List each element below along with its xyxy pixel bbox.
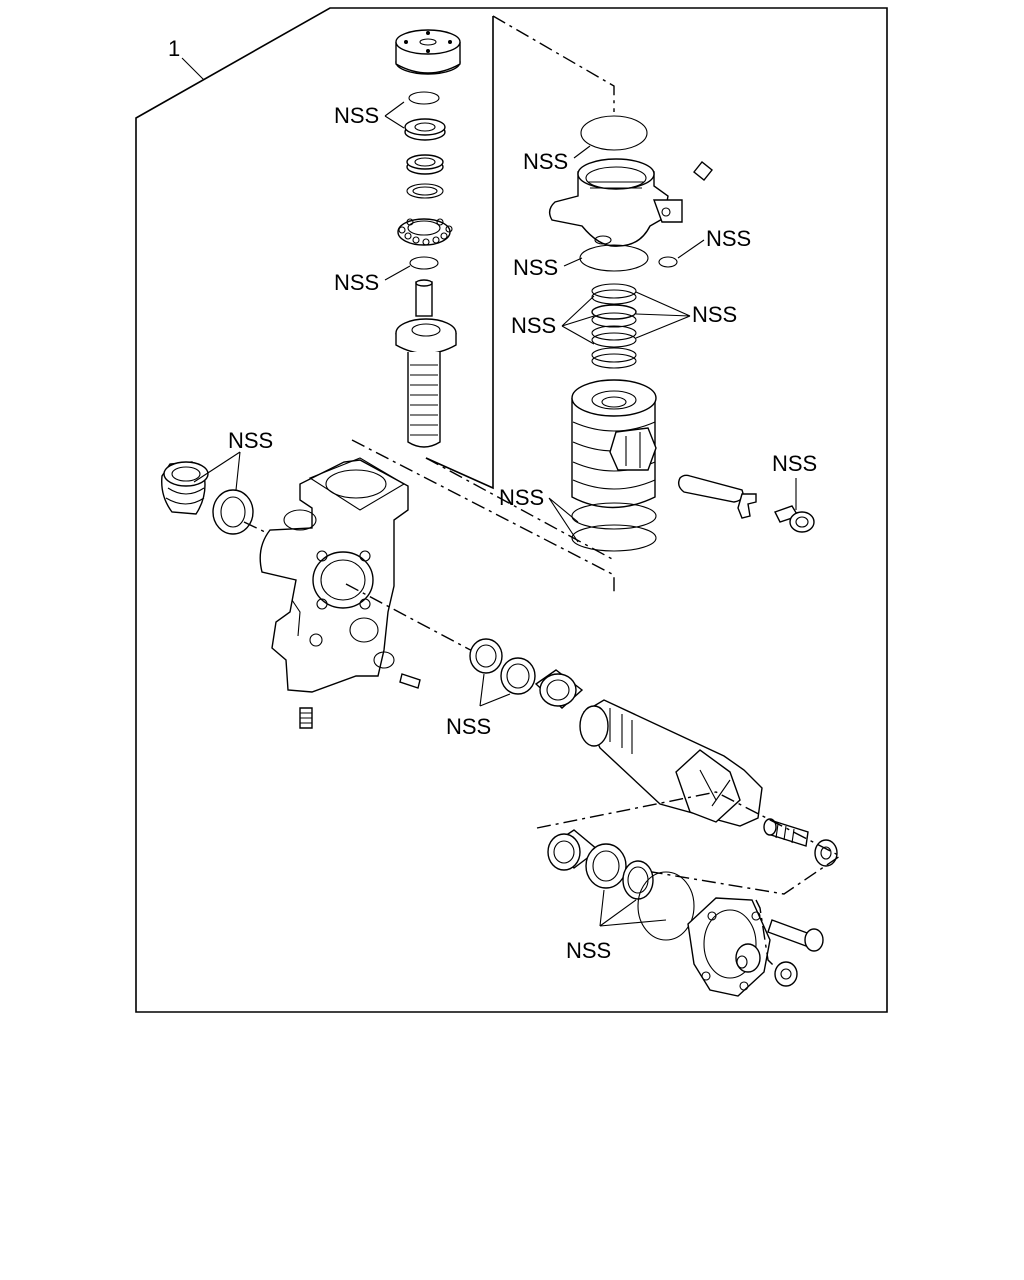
nss-label: NSS xyxy=(334,103,379,128)
sector-shaft xyxy=(579,699,763,827)
cover-seals xyxy=(547,829,695,941)
rack-piston xyxy=(571,379,657,552)
gear-housing xyxy=(259,457,409,693)
side-cover xyxy=(687,897,771,997)
nss-label: NSS xyxy=(334,270,379,295)
valve-housing xyxy=(548,115,713,369)
nss-label: NSS xyxy=(446,714,491,739)
nss-label: NSS xyxy=(692,302,737,327)
nss-label: NSS xyxy=(706,226,751,251)
valve-stack xyxy=(395,29,461,448)
nss-label: NSS xyxy=(228,428,273,453)
nss-label: NSS xyxy=(523,149,568,174)
nss-label: NSS xyxy=(499,485,544,510)
nss-label: NSS xyxy=(513,255,558,280)
item-number: 1 xyxy=(168,36,180,61)
kit-boundary-frame xyxy=(135,7,888,1013)
sector-seals xyxy=(469,638,584,709)
nss-label: NSS xyxy=(511,313,556,338)
ball-guide-and-bolt xyxy=(677,474,815,533)
nss-label: NSS xyxy=(566,938,611,963)
nss-label: NSS xyxy=(772,451,817,476)
